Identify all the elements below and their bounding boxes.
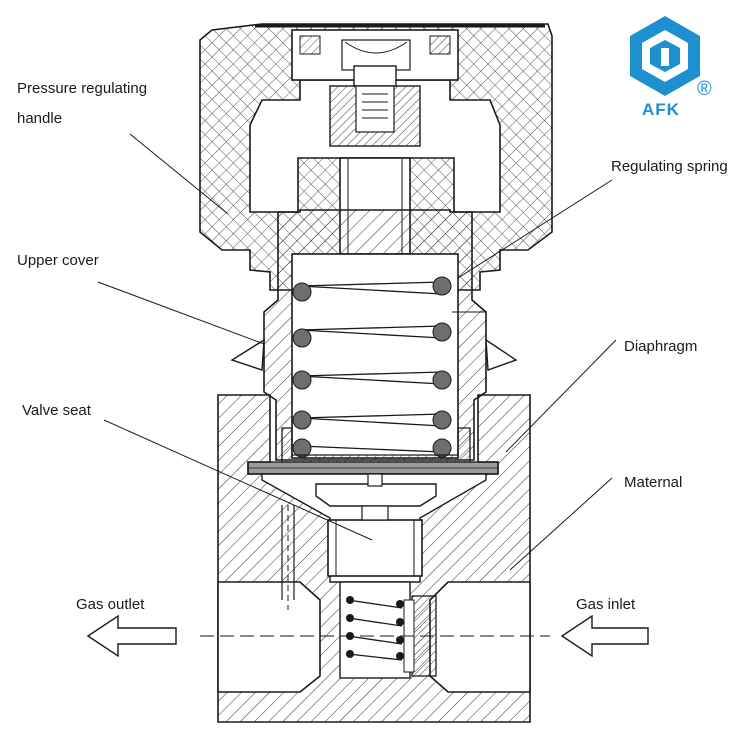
- valve-seat-label: Valve seat: [22, 402, 91, 419]
- leader-lines: [97, 133, 617, 571]
- gas-outlet-label: Gas outlet: [76, 596, 145, 613]
- registered-mark: ®: [697, 78, 712, 100]
- diaphragm: [247, 461, 499, 475]
- diaphragm-label: Diaphragm: [624, 338, 698, 355]
- afk-logo-icon: [630, 16, 700, 96]
- upper-cover-label: Upper cover: [17, 252, 99, 269]
- gas-inlet-arrow-icon: [560, 614, 649, 658]
- upper-cover: [230, 209, 518, 461]
- valve-seat: [315, 473, 437, 577]
- valve-spring: [346, 596, 404, 661]
- afk-logo-text: AFK: [642, 100, 680, 119]
- pressure-handle-label-line2: handle: [17, 110, 63, 127]
- regulating-spring-label: Regulating spring: [611, 158, 728, 175]
- pressure-handle-label-line1: Pressure regulating: [17, 80, 148, 97]
- maternal-label: Maternal: [624, 474, 683, 491]
- gas-outlet-arrow-icon: [86, 614, 177, 658]
- gas-inlet-label: Gas inlet: [576, 596, 636, 613]
